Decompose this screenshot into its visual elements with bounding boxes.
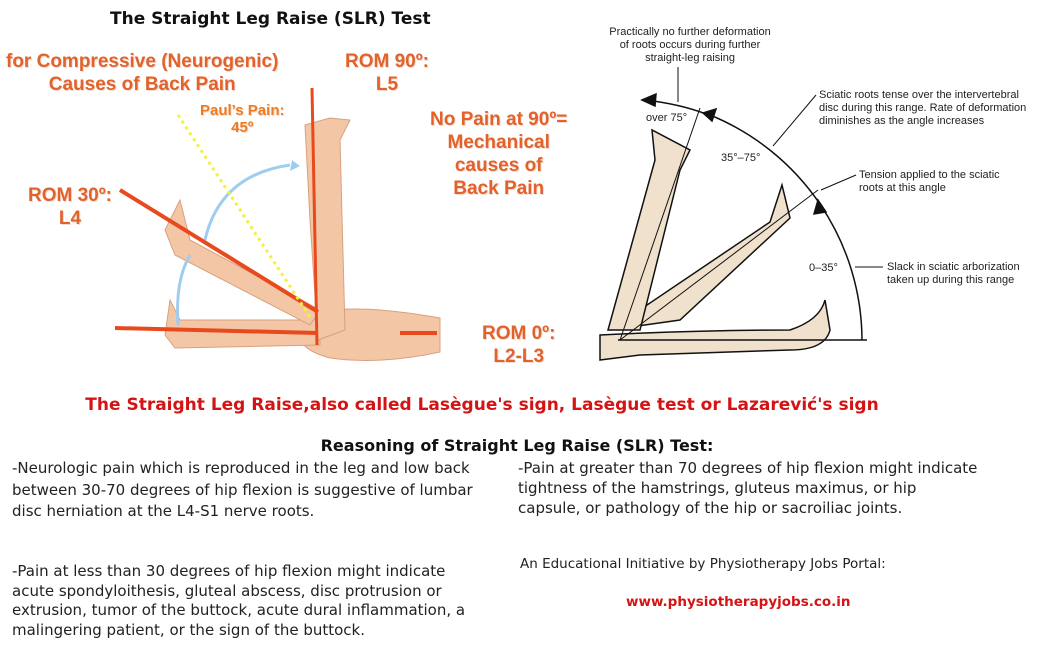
- sciatic-note: Sciatic roots tense over the interverteb…: [819, 89, 1027, 127]
- arrow-head: [290, 160, 300, 171]
- top-note: Practically no further deformation of ro…: [609, 26, 771, 64]
- reasoning-heading: Reasoning of Straight Leg Raise (SLR) Te…: [320, 436, 714, 455]
- website-link[interactable]: www.physiotherapyjobs.co.in: [626, 594, 851, 610]
- rom0-label: ROM 0º: L2-L3: [482, 323, 556, 367]
- tension-note: Tension applied to the sciatic roots at …: [859, 169, 1000, 194]
- reasoning-right-para: -Pain at greater than 70 degrees of hip …: [518, 459, 978, 517]
- arrow-arc-1: [176, 254, 192, 326]
- range-0-35-label: 0–35°: [809, 262, 838, 274]
- page-title: The Straight Leg Raise (SLR) Test: [110, 9, 431, 29]
- raised-leg-30: [164, 198, 321, 326]
- pauls-pain-label: Paul’s Pain: 45º: [200, 102, 285, 136]
- pauls-pain-line: [176, 114, 314, 321]
- subtitle: The Straight Leg Raise,also called Lasèg…: [85, 395, 879, 415]
- over75-label: over 75°: [646, 112, 688, 124]
- rom90-label: ROM 90º: L5: [345, 51, 430, 95]
- resting-leg: [164, 298, 321, 349]
- leg-high: [607, 128, 691, 331]
- rom30-label: ROM 30º: L4: [28, 185, 113, 229]
- right-figure-illustration: [599, 67, 883, 361]
- rom90-line: [310, 87, 319, 346]
- rom30-line: [118, 188, 320, 314]
- reasoning-left-para-2: -Pain at less than 30 degrees of hip fle…: [12, 562, 466, 639]
- lower-body: [599, 299, 831, 361]
- reasoning-left-para-1: -Neurologic pain which is reproduced in …: [12, 459, 473, 520]
- initiative-text: An Educational Initiative by Physiothera…: [520, 556, 886, 572]
- angle-arc: [709, 114, 863, 341]
- slack-note: Slack in sciatic arborization taken up d…: [887, 261, 1020, 286]
- compressive-label: for Compressive (Neurogenic) Causes of B…: [6, 51, 279, 95]
- range-35-75-label: 35°–75°: [721, 152, 761, 164]
- no-pain-label: No Pain at 90º= Mechanical causes of Bac…: [430, 109, 568, 199]
- leg-mid: [609, 182, 791, 331]
- arrow-arc-2: [203, 163, 291, 241]
- rom0-line: [114, 326, 319, 335]
